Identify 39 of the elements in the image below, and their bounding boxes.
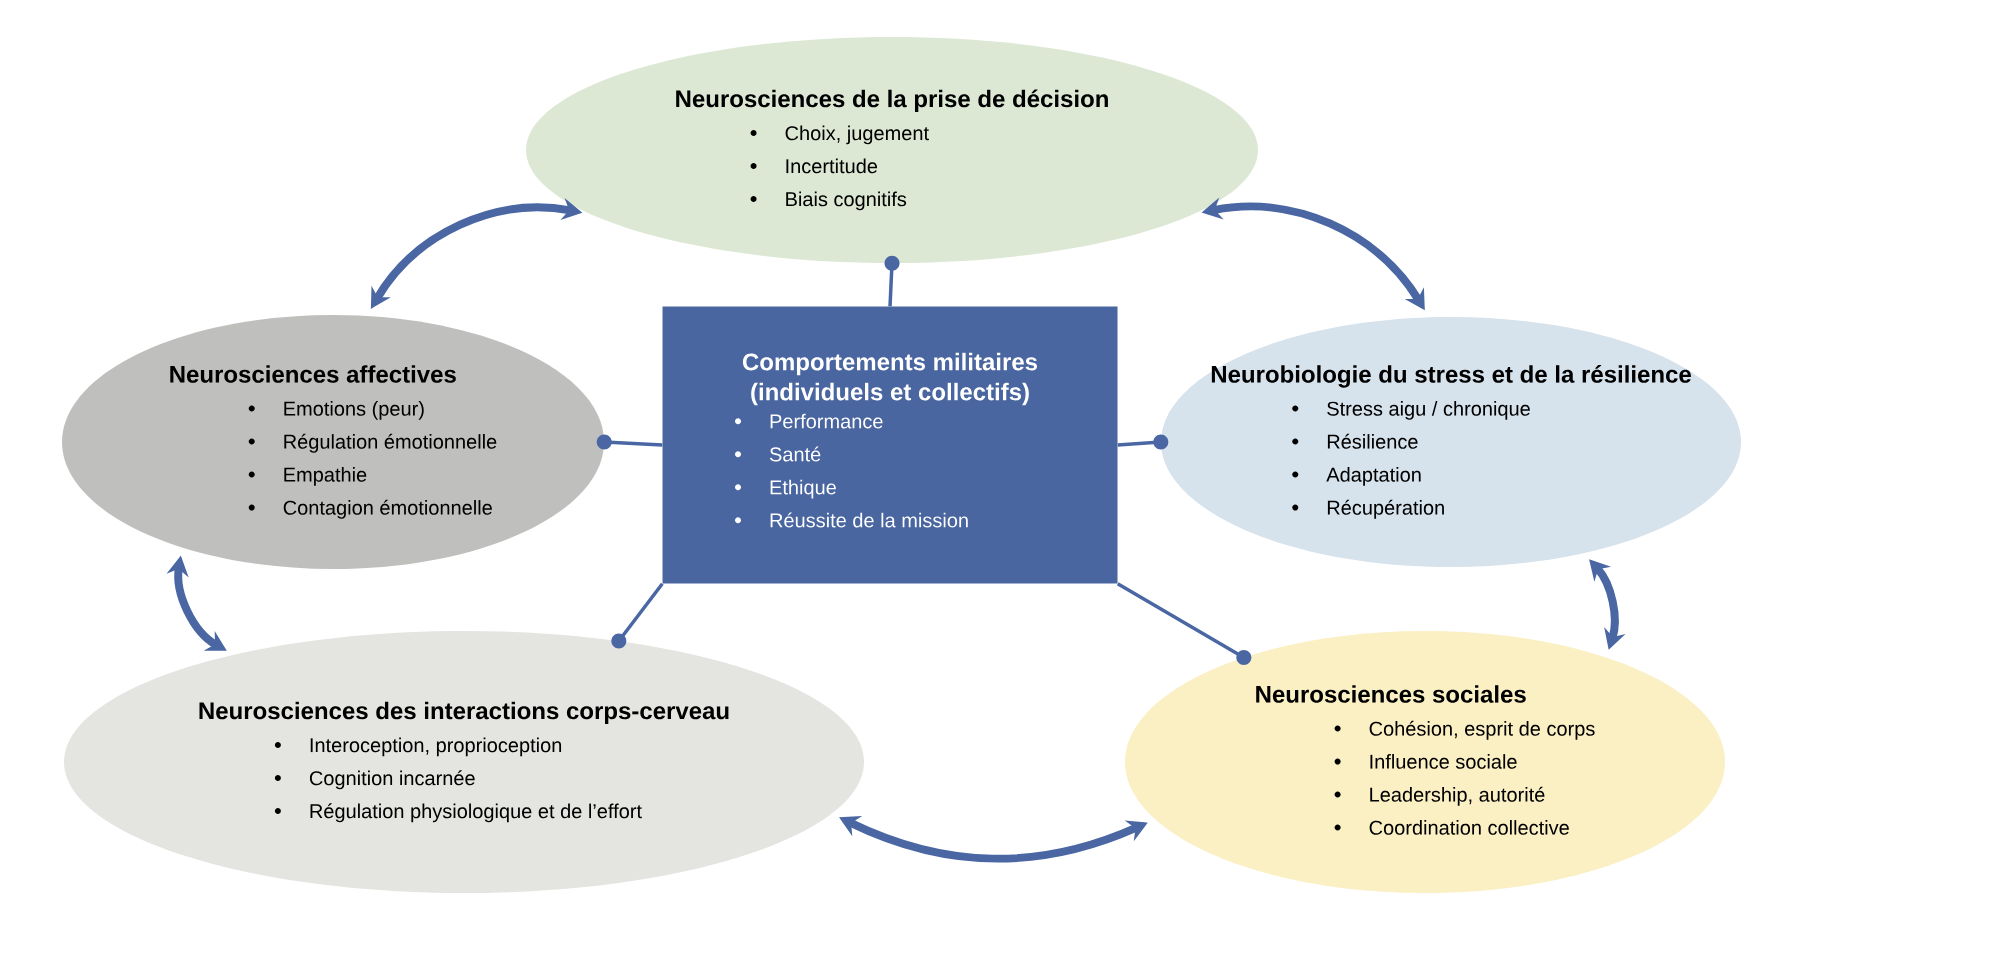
- topic-ellipse: [64, 631, 864, 893]
- connector-line: [596, 434, 663, 450]
- list-item: Cognition incarnée: [274, 770, 475, 790]
- list-item: Emotions (peur): [248, 401, 424, 420]
- list-item: Résilience: [1292, 433, 1418, 449]
- topic-ellipse: [1125, 631, 1725, 893]
- list-item: Adaptation: [1292, 467, 1421, 486]
- connector-line: [611, 582, 664, 649]
- node-heading: Neurosciences des interactions corps-cerveau: [199, 701, 729, 725]
- list-item: Contagion émotionnelle: [248, 499, 492, 519]
- list-item: Santé: [735, 446, 821, 462]
- list-item: Choix, jugement: [750, 125, 929, 145]
- list-item: Ethique: [735, 479, 836, 499]
- topic-ellipse: [62, 315, 604, 569]
- node-heading: Comportements militaires (individuels et collectifs): [742, 352, 1038, 406]
- list-item: Interoception, proprioception: [274, 737, 562, 757]
- list-item: Incertitude: [750, 158, 878, 174]
- list-item: Récupération: [1292, 499, 1444, 519]
- connector-line: [884, 255, 900, 307]
- list-item: Performance: [735, 413, 883, 429]
- list-item: Leadership, autorité: [1334, 786, 1545, 806]
- node-heading: Neurobiologie du stress et de la résilience: [1211, 365, 1691, 388]
- connector-line: [1117, 434, 1169, 450]
- list-item: Régulation physiologique et de l’effort: [274, 803, 642, 823]
- node-heading: Neurosciences sociales: [1256, 685, 1526, 703]
- node-heading: Neurosciences de la prise de décision: [676, 89, 1108, 113]
- list-item: Cohésion, esprit de corps: [1334, 720, 1595, 740]
- list-item: Influence sociale: [1334, 754, 1517, 769]
- list-item: Stress aigu / chronique: [1292, 401, 1530, 420]
- list-item: Réussite de la mission: [735, 512, 968, 528]
- list-item: Coordination collective: [1334, 820, 1569, 835]
- connector-line: [1116, 582, 1252, 665]
- topic-ellipse: [526, 37, 1258, 263]
- list-item: Biais cognitifs: [750, 191, 907, 211]
- topic-box: [662, 306, 1118, 584]
- topic-ellipse: [1161, 317, 1741, 567]
- node-heading: Neurosciences affectives: [170, 365, 456, 383]
- list-item: Régulation émotionnelle: [248, 433, 497, 453]
- list-item: Empathie: [248, 467, 367, 486]
